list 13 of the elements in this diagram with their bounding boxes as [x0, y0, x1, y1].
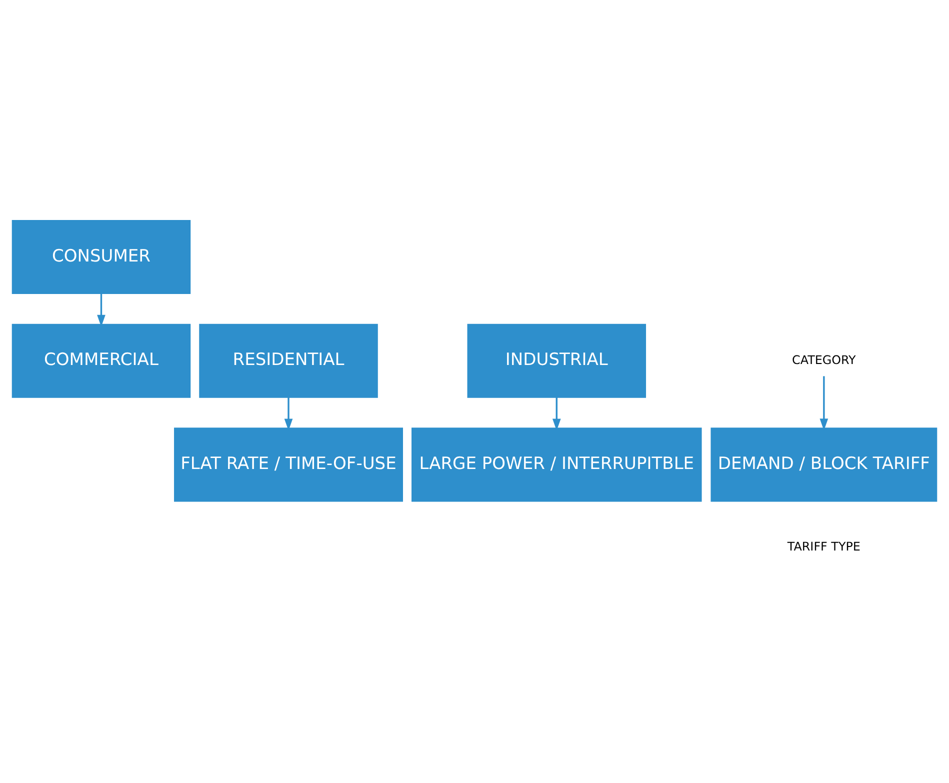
node-box: FLAT RATE / TIME-OF-USE [174, 428, 403, 502]
node-box: INDUSTRIAL [467, 324, 646, 398]
node-box: DEMAND / BLOCK TARIFF [710, 428, 938, 502]
node-box: RESIDENTIAL [199, 324, 378, 398]
arrow [284, 397, 293, 431]
arrow [97, 294, 106, 327]
node-box: COMMERCIAL [12, 324, 191, 398]
arrow [552, 397, 561, 431]
label: TARIFF TYPE [787, 539, 860, 554]
node-box: CONSUMER [12, 220, 191, 294]
node-text: CATEGORY [792, 353, 856, 368]
arrow [820, 376, 828, 431]
node-box: LARGE POWER / INTERRUPITBLE [412, 428, 702, 502]
